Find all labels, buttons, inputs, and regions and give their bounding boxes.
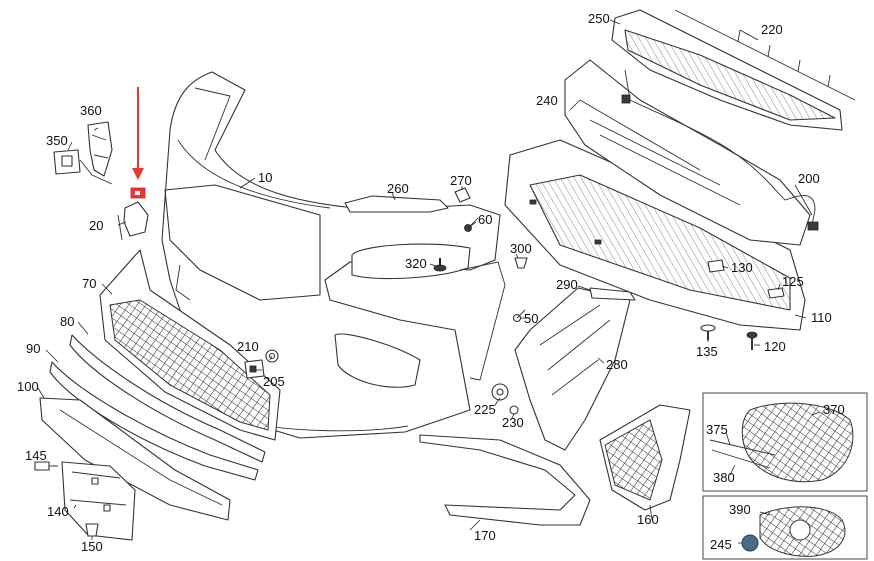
callout-205: 205	[263, 374, 285, 389]
callout-300: 300	[510, 241, 532, 256]
callout-70: 70	[82, 276, 96, 291]
callout-90: 90	[26, 341, 40, 356]
callout-250: 250	[588, 11, 610, 26]
lower-spoiler-part	[39, 397, 231, 521]
callout-130: 130	[731, 260, 753, 275]
callout-10: 10	[258, 170, 272, 185]
callout-210: 210	[237, 339, 259, 354]
clip-125-part	[767, 287, 785, 299]
callout-390: 390	[729, 502, 751, 517]
trim-strip-80-part	[69, 334, 266, 463]
trim-260-part	[344, 195, 449, 213]
highlighted-part-icon	[130, 187, 146, 199]
callout-145: 145	[25, 448, 47, 463]
clip-150-part	[85, 523, 99, 537]
trim-strip-90-part	[49, 361, 259, 481]
callout-260: 260	[387, 181, 409, 196]
callout-80: 80	[60, 314, 74, 329]
callout-320: 320	[405, 256, 427, 271]
callout-140: 140	[47, 504, 69, 519]
lower-trim-170-part	[419, 434, 591, 526]
callout-380: 380	[713, 470, 735, 485]
callout-60: 60	[478, 212, 492, 227]
callout-350: 350	[46, 133, 68, 148]
callout-280: 280	[606, 357, 628, 372]
inset-390-245-box	[702, 495, 868, 560]
callout-240: 240	[536, 93, 558, 108]
callout-135: 135	[696, 344, 718, 359]
sensor-350-part	[53, 149, 113, 185]
callout-230: 230	[502, 415, 524, 430]
clip-300-part	[514, 257, 528, 269]
red-down-arrow-icon	[132, 87, 144, 180]
callout-labels: 10 20 50 60 70 80 90 100 110 120 125 130…	[17, 11, 845, 554]
callout-200: 200	[798, 171, 820, 186]
rail-220-part	[674, 9, 856, 101]
screw-320-part	[433, 258, 447, 272]
air-duct-160-part	[599, 404, 691, 511]
callout-120: 120	[764, 339, 786, 354]
callout-50: 50	[524, 311, 538, 326]
bracket-205-part	[244, 359, 265, 379]
bracket-20-part	[117, 201, 149, 241]
callout-110: 110	[811, 310, 832, 325]
callout-100: 100	[17, 379, 39, 394]
callout-150: 150	[81, 539, 103, 554]
callout-360: 360	[80, 103, 102, 118]
screw-60-part	[464, 221, 477, 232]
absorber-240-part	[564, 59, 811, 246]
callout-160: 160	[637, 512, 659, 527]
screw-50-part	[512, 309, 526, 323]
ring-230-part	[509, 405, 519, 415]
sensor-225-part	[491, 383, 509, 401]
callout-270: 270	[450, 173, 472, 188]
callout-20: 20	[89, 218, 103, 233]
callout-370: 370	[823, 402, 845, 417]
screw-135-part	[700, 324, 716, 340]
screw-120-part	[746, 331, 758, 350]
callout-220: 220	[761, 22, 783, 37]
cross-member-250-part	[611, 9, 843, 131]
leader-lines	[37, 19, 821, 544]
license-plate-bracket-part	[61, 461, 136, 541]
callout-125: 125	[782, 274, 804, 289]
callout-170: 170	[474, 528, 496, 543]
clip-270-part	[454, 187, 471, 203]
wiring-harness-200-part	[621, 69, 819, 231]
front-grille-part	[99, 249, 281, 441]
callout-290: 290	[556, 277, 578, 292]
callout-245: 245	[710, 537, 732, 552]
callout-375: 375	[706, 422, 728, 437]
callout-225: 225	[474, 402, 496, 417]
bracket-360-part	[87, 121, 113, 177]
bracket-290-part	[589, 287, 636, 301]
clip-130-part	[707, 259, 725, 273]
